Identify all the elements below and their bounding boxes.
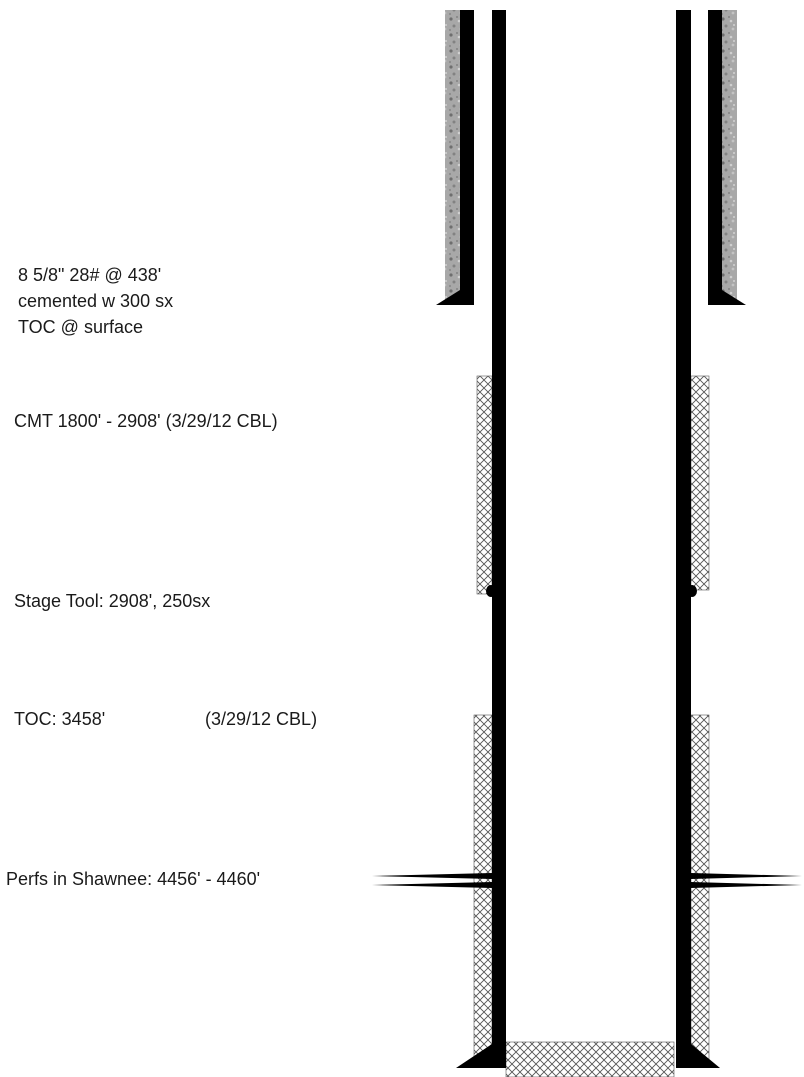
- surface-casing-right: [708, 10, 722, 305]
- stage-tool-right: [687, 585, 697, 597]
- production-casing-right: [676, 10, 691, 1062]
- production-casing-shoe-left: [456, 1044, 506, 1068]
- production-casing-shoe-right: [676, 1044, 720, 1068]
- toc-depth-label: TOC: 3458': [14, 709, 105, 729]
- surface-cement-right: [722, 10, 737, 302]
- stage-tool-label: Stage Tool: 2908', 250sx: [14, 591, 210, 611]
- perforation-right-upper: [691, 873, 802, 879]
- perforation-left-lower: [372, 882, 492, 888]
- stage-tool-left: [486, 585, 496, 597]
- surface-casing-shoe-left: [436, 290, 474, 305]
- surface-casing-label-line1: 8 5/8" 28# @ 438': [18, 265, 161, 285]
- surface-casing-left: [460, 10, 474, 305]
- cement-bottom-plug: [505, 1041, 675, 1077]
- production-casing-left: [492, 10, 506, 1062]
- cement-upper-right: [690, 375, 710, 591]
- cmt-interval-label: CMT 1800' - 2908' (3/29/12 CBL): [14, 411, 278, 431]
- toc-note-label: (3/29/12 CBL): [205, 709, 317, 729]
- surface-casing-label-line3: TOC @ surface: [18, 317, 143, 337]
- perfs-label: Perfs in Shawnee: 4456' - 4460': [6, 869, 260, 889]
- perforation-left-upper: [372, 873, 492, 879]
- cement-upper-left: [476, 375, 493, 595]
- surface-casing-shoe-right: [708, 290, 746, 305]
- surface-casing-label-line2: cemented w 300 sx: [18, 291, 173, 311]
- surface-cement-left: [445, 10, 460, 302]
- perforation-right-lower: [691, 882, 802, 888]
